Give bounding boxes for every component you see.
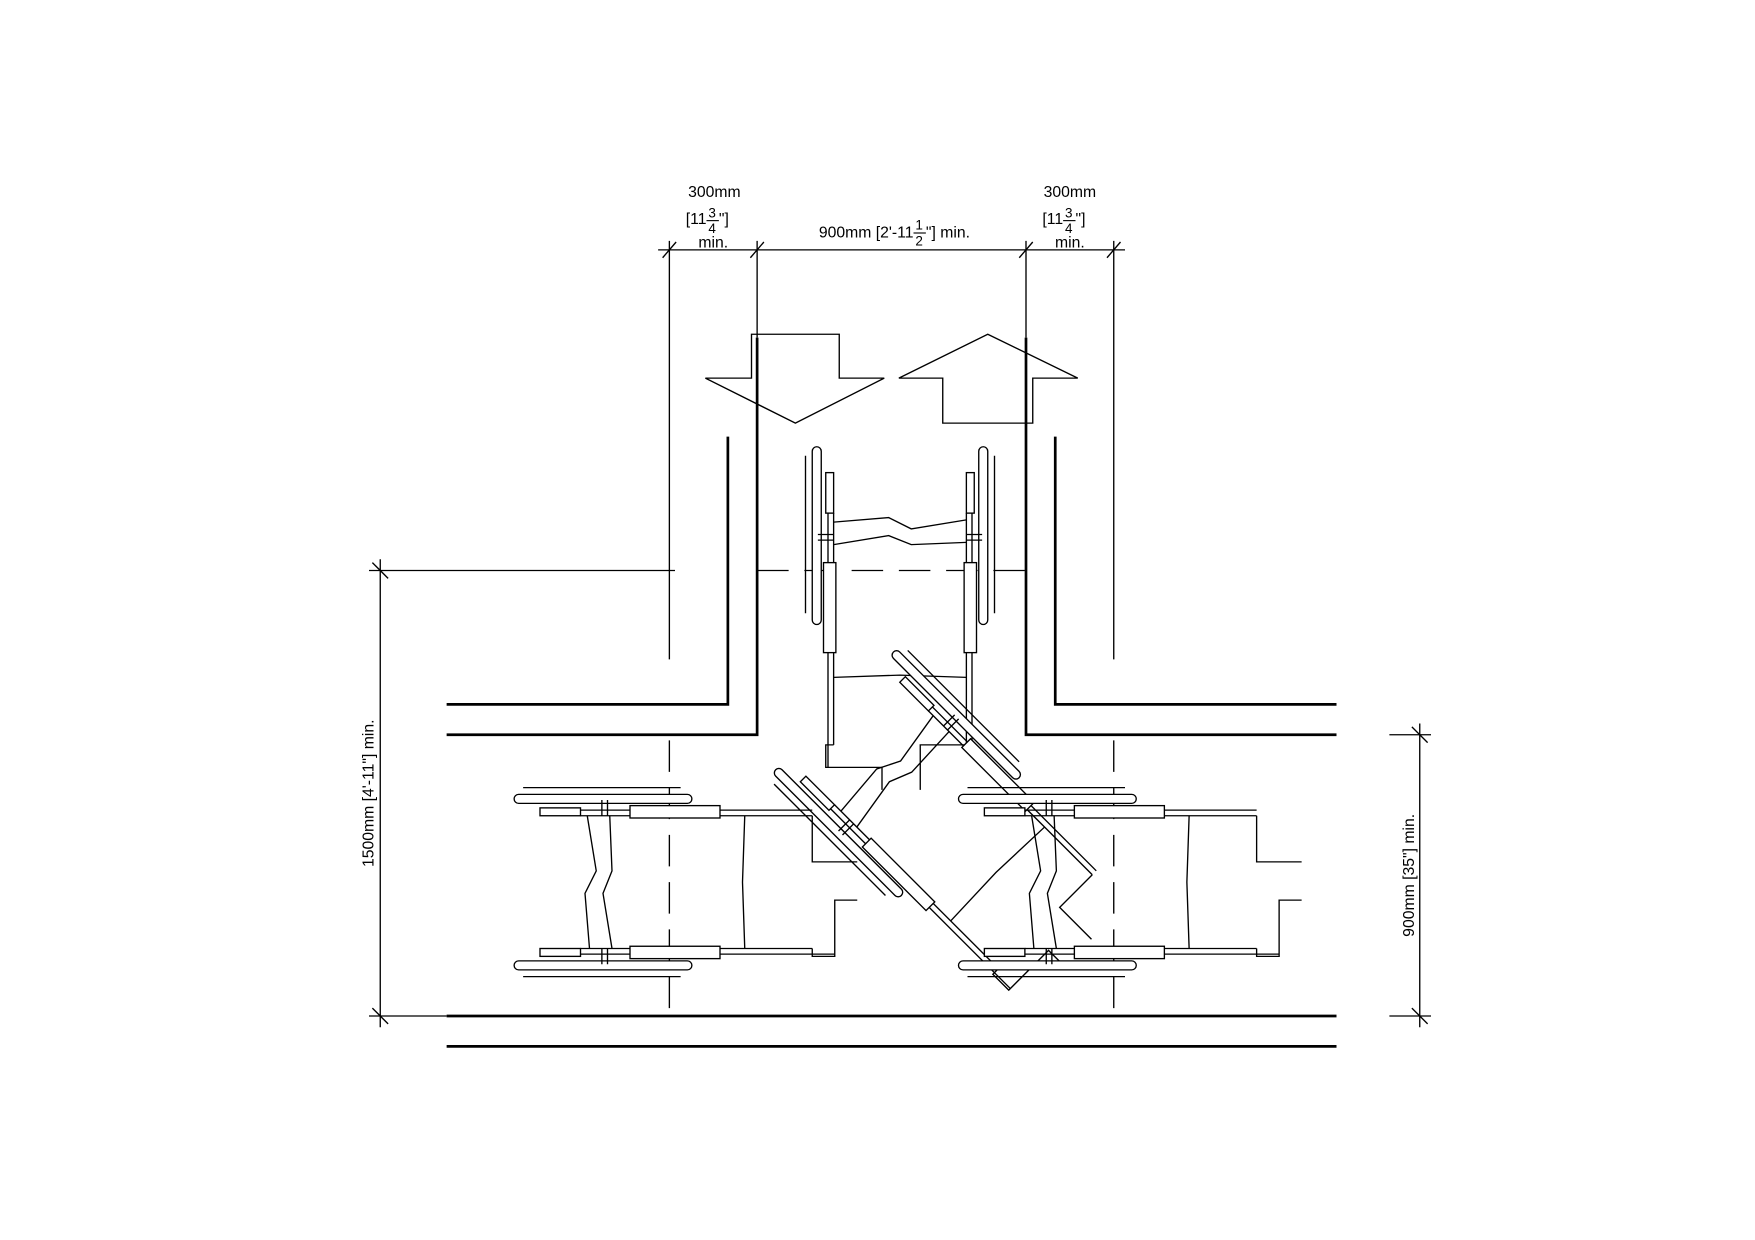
wheelchair-right bbox=[957, 786, 1303, 978]
svg-text:[11: [11 bbox=[1042, 211, 1063, 228]
passage-width-dimension: 900mm [35"] min. bbox=[1389, 723, 1431, 1028]
svg-text:3: 3 bbox=[1065, 205, 1073, 220]
svg-text:300mm: 300mm bbox=[1044, 184, 1097, 201]
wheelchair-top bbox=[804, 446, 996, 791]
right-clearance-label: 300mm [11 3 4 "] min. bbox=[1042, 184, 1096, 252]
svg-text:300mm: 300mm bbox=[688, 184, 741, 201]
top-dimension bbox=[658, 240, 1125, 660]
svg-text:3: 3 bbox=[708, 205, 716, 220]
svg-text:"] min.: "] min. bbox=[926, 225, 970, 242]
svg-text:2: 2 bbox=[915, 233, 923, 248]
svg-text:900mm [35"] min.: 900mm [35"] min. bbox=[1401, 814, 1418, 937]
arrow-down-icon bbox=[705, 333, 885, 424]
svg-text:900mm [2'-11: 900mm [2'-11 bbox=[819, 225, 914, 242]
wheelchair-left bbox=[513, 786, 858, 978]
svg-text:min.: min. bbox=[698, 235, 728, 252]
turning-depth-dimension: 1500mm [4'-11"] min. bbox=[361, 559, 675, 1028]
svg-text:[11: [11 bbox=[686, 211, 707, 228]
svg-text:1500mm [4'-11"] min.: 1500mm [4'-11"] min. bbox=[361, 720, 378, 868]
corridor-walls bbox=[446, 337, 1337, 1048]
svg-text:4: 4 bbox=[1065, 221, 1073, 236]
svg-text:1: 1 bbox=[915, 218, 923, 233]
svg-text:"]: "] bbox=[1076, 211, 1086, 228]
svg-text:min.: min. bbox=[1055, 235, 1085, 252]
corridor-width-label: 900mm [2'-11 1 2 "] min. bbox=[819, 218, 970, 249]
left-clearance-label: 300mm [11 3 4 "] min. bbox=[686, 184, 741, 252]
svg-text:"]: "] bbox=[719, 211, 729, 228]
svg-text:4: 4 bbox=[708, 221, 716, 236]
centerlines bbox=[668, 569, 1115, 1011]
arrow-up-icon bbox=[898, 333, 1079, 424]
